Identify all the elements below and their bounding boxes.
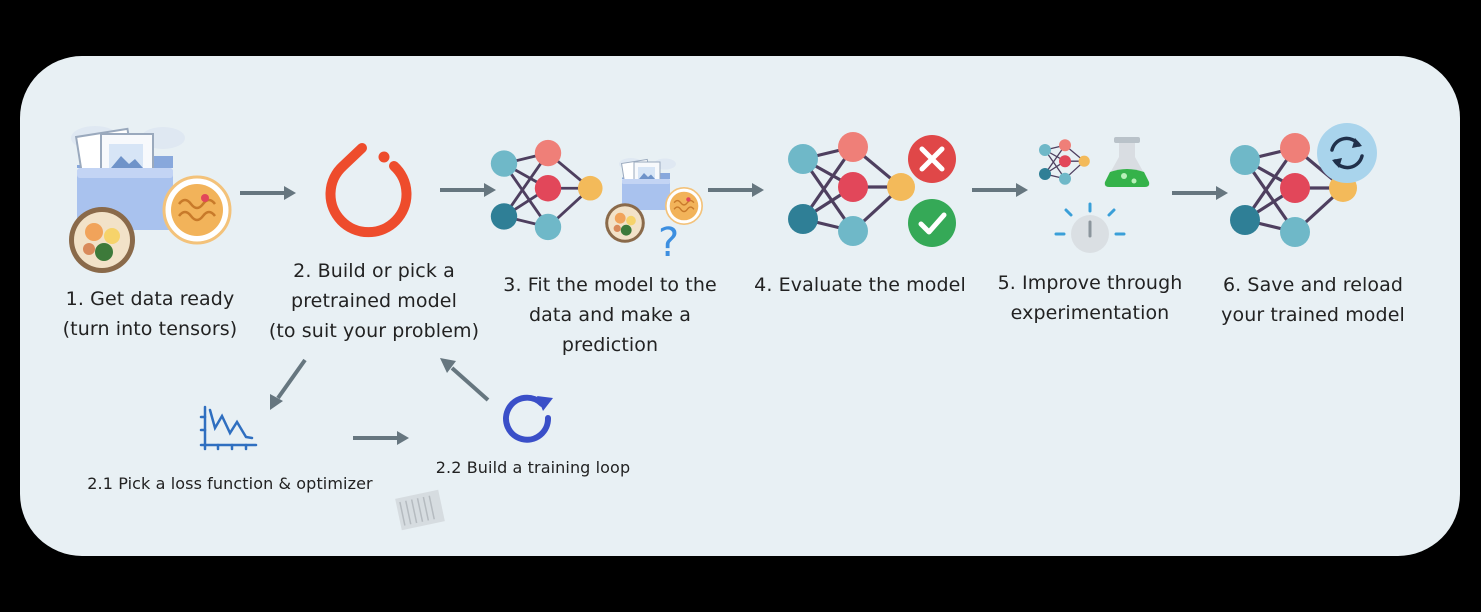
step-4-label: 4. Evaluate the model <box>754 274 966 296</box>
arrow-icon <box>270 358 307 410</box>
step-5-icon-group <box>1038 137 1150 253</box>
food-bowl-icon <box>665 187 703 225</box>
reload-icon <box>1317 123 1377 183</box>
loop-icon <box>503 394 553 443</box>
flask-icon <box>1104 137 1150 187</box>
substep-2-1-label: 2.1 Pick a loss function & optimizer <box>87 474 373 493</box>
workflow-panel <box>20 56 1460 556</box>
step-1-icon-group <box>69 125 232 273</box>
step-1-label: 1. Get data ready (turn into tensors) <box>62 288 238 340</box>
loss-chart-icon <box>199 405 258 451</box>
step-4-icon-group <box>786 130 956 248</box>
substep-2-2-label: 2.2 Build a training loop <box>435 458 631 477</box>
step-6-label: 6. Save and reload your trained model <box>1221 274 1405 326</box>
arrow-icon <box>351 429 411 447</box>
neural-network-icon <box>786 130 917 248</box>
neural-network-icon <box>1038 138 1091 186</box>
step-2-label: 2. Build or pick a pretrained model (to … <box>268 260 480 342</box>
arrow-icon <box>440 358 490 402</box>
food-bowl-icon <box>605 203 645 243</box>
timer-icon <box>1054 202 1126 253</box>
step-5-label: 5. Improve through experimentation <box>997 272 1183 324</box>
step-6-icon-group <box>1228 123 1377 249</box>
step-3-label: 3. Fit the model to the data and make a … <box>503 274 717 356</box>
decorative-thumbnail <box>395 489 445 531</box>
check-icon <box>908 199 956 247</box>
step-3-icon-group: ? <box>489 138 703 266</box>
arrow-icon <box>1170 184 1230 202</box>
question-mark-icon: ? <box>658 220 679 266</box>
food-bowl-icon <box>69 207 135 273</box>
neural-network-icon <box>489 138 604 242</box>
arrow-icon <box>706 181 766 199</box>
food-bowl-icon <box>162 175 232 245</box>
cross-icon <box>908 135 956 183</box>
arrow-icon <box>970 181 1030 199</box>
arrow-icon <box>438 181 498 199</box>
pytorch-logo-icon <box>325 143 412 238</box>
arrow-icon <box>238 184 298 202</box>
